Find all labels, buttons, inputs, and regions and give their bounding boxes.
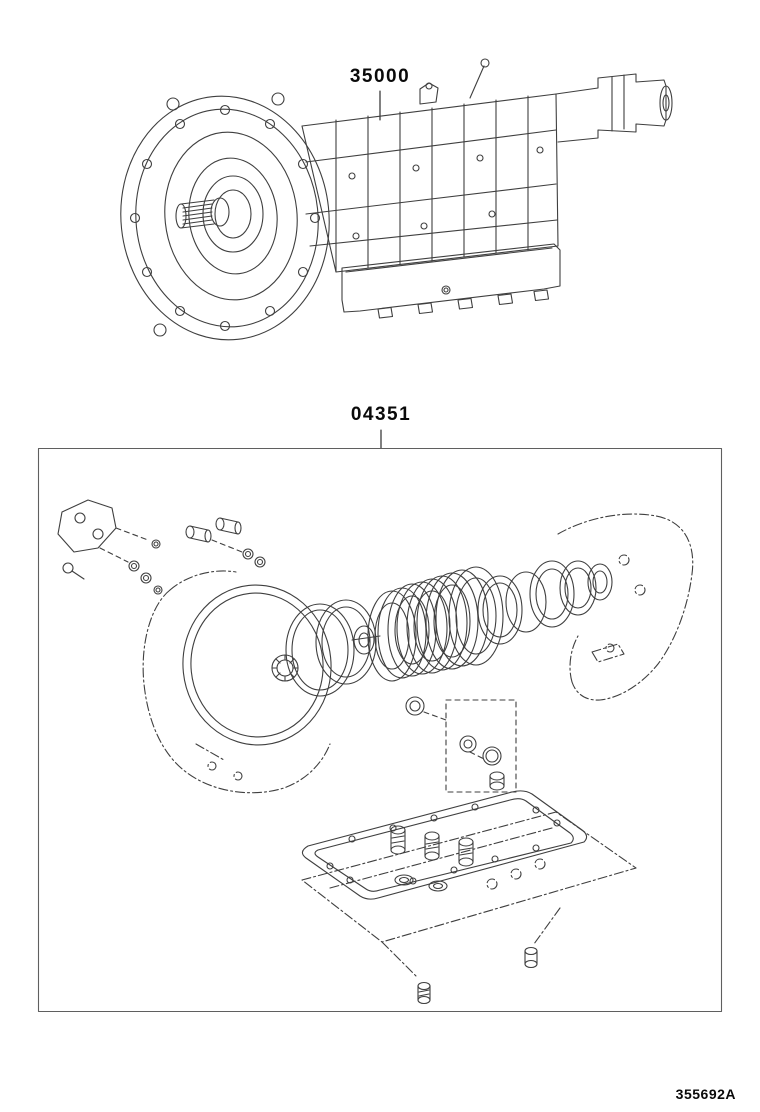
pan-phantom: [301, 811, 637, 979]
transmission-assembly-drawing: [120, 58, 673, 341]
figure-code: 355692A: [675, 1086, 736, 1102]
pan-gasket: [301, 790, 588, 900]
small-parts-cluster: [405, 696, 517, 793]
bell-housing: [120, 92, 330, 341]
converter-gasket-ring: [182, 584, 332, 746]
clutch-pack: [367, 566, 504, 682]
main-case: [301, 58, 559, 273]
overhaul-kit-drawing: [57, 499, 694, 1005]
pistons-and-seals: [285, 599, 381, 697]
assembly-part-number-label[interactable]: 35000: [349, 66, 411, 87]
extension-housing: [555, 73, 673, 143]
input-shaft: [175, 175, 264, 253]
leader-lines: [379, 90, 382, 449]
kit-boundary-box: [37, 447, 723, 1013]
pump-hub: [271, 654, 299, 682]
pan-bolts: [390, 825, 474, 892]
oil-pan: [341, 243, 561, 319]
case-phantom-right: [557, 513, 694, 701]
kit-part-number-label[interactable]: 04351: [350, 404, 412, 425]
case-phantom-left: [142, 570, 331, 794]
rear-seals: [477, 560, 613, 645]
union-bolts: [185, 517, 266, 568]
bracket-and-bolts: [57, 499, 163, 595]
drain-plugs: [417, 946, 538, 1005]
